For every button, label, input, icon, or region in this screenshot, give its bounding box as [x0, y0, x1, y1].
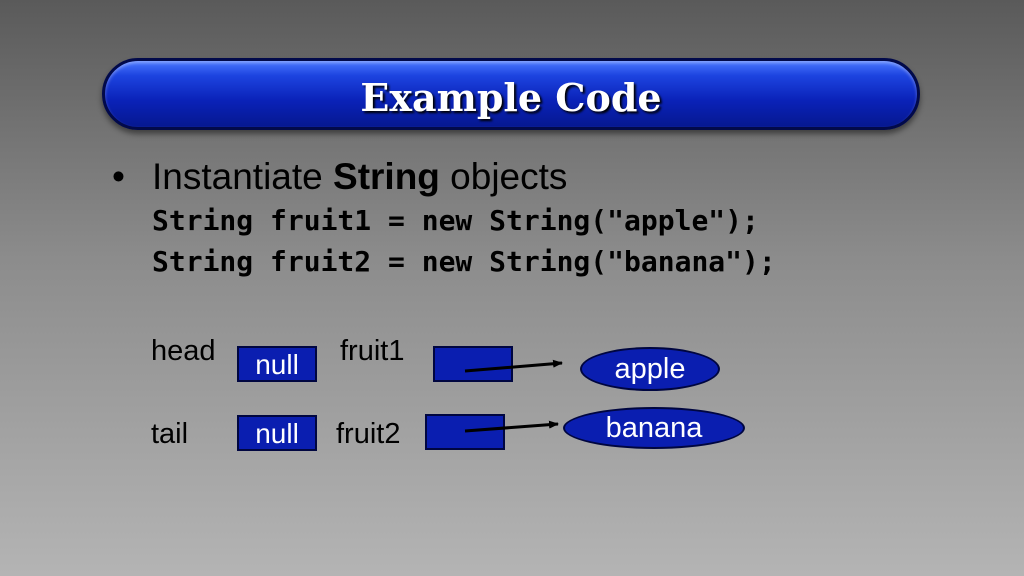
- fruit2-reference-box: [425, 414, 505, 450]
- tail-label: tail: [151, 418, 189, 450]
- bullet-text-after: objects: [439, 156, 568, 197]
- bullet-marker: •: [112, 156, 125, 197]
- code-line-2: String fruit2 = new String("banana");: [152, 245, 776, 278]
- fruit1-label: fruit1: [340, 335, 405, 367]
- fruit1-arrow: [464, 359, 563, 373]
- fruit2-label: fruit2: [336, 418, 401, 450]
- bullet-text-bold: String: [333, 156, 440, 197]
- title-bar: Example Code: [102, 58, 920, 130]
- tail-null-box: null: [237, 415, 317, 451]
- fruit2-arrow: [464, 420, 559, 433]
- head-null-box: null: [237, 346, 317, 382]
- fruit1-reference-box: [433, 346, 513, 382]
- bullet-text-before: Instantiate: [152, 156, 334, 197]
- code-line-1: String fruit1 = new String("apple");: [152, 204, 759, 237]
- slide-title: Example Code: [360, 75, 662, 120]
- banana-object: banana: [563, 407, 745, 449]
- head-label: head: [151, 335, 216, 367]
- apple-object: apple: [580, 347, 720, 391]
- bullet-point: • Instantiate String objects: [112, 156, 567, 198]
